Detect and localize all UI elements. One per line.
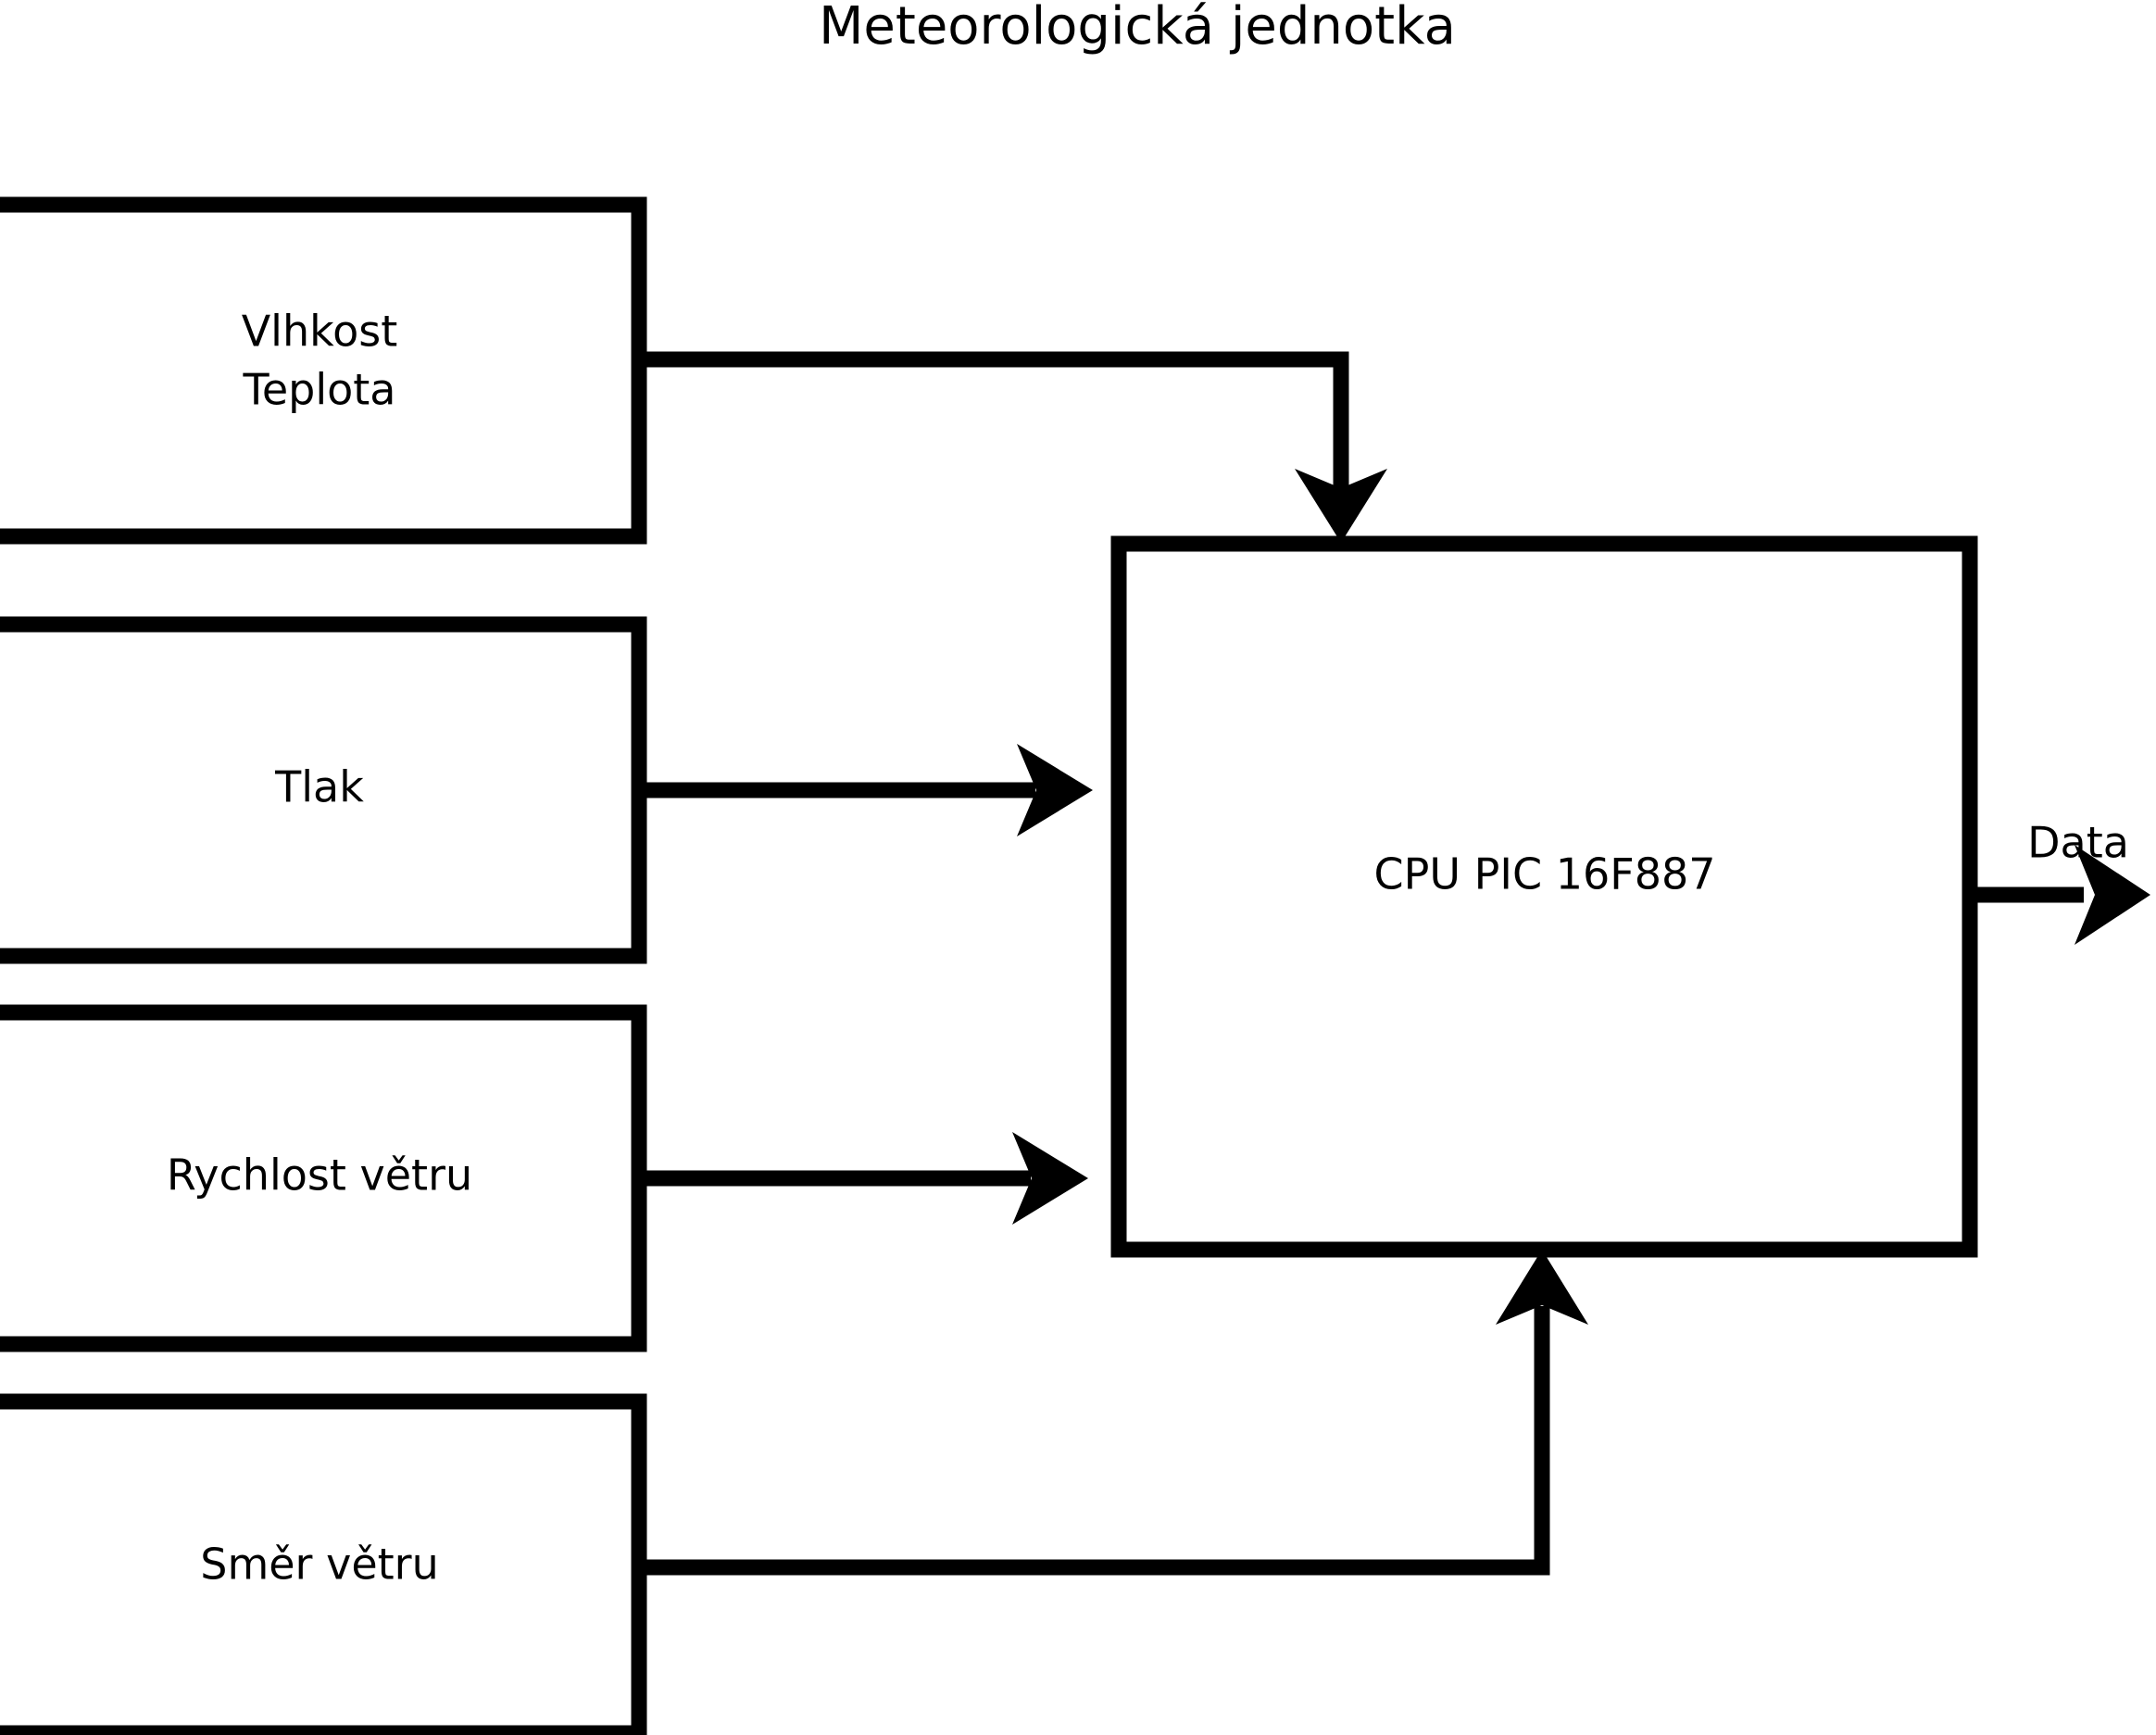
arrowhead-cpu-to-data-out — [2075, 845, 2150, 945]
sensor-label-humidity: Vlhkost — [242, 307, 398, 357]
sensor-box-pressure[interactable] — [0, 616, 647, 964]
arrowhead-humidity-to-cpu — [1295, 469, 1387, 543]
connector-wind-direction-to-cpu — [639, 1306, 1550, 1576]
data-output-label: Data — [2027, 818, 2129, 868]
sensor-label-wind-speed: Rychlost větru — [167, 1150, 472, 1201]
cpu-box[interactable] — [1110, 535, 1978, 1258]
sensor-box-wind-direction[interactable] — [0, 1393, 647, 1735]
sensor-box-humidity-temperature[interactable] — [0, 196, 647, 545]
cpu-label: CPU PIC 16F887 — [1374, 849, 1716, 899]
sensor-label-wind-direction: Směr větru — [200, 1540, 438, 1590]
connector-humidity-to-cpu — [639, 351, 1349, 489]
sensor-label-pressure: Tlak — [274, 762, 364, 812]
sensor-label-temperature: Teplota — [243, 365, 396, 415]
arrowhead-wind-speed-to-cpu — [1012, 1132, 1088, 1225]
page-title: Meteorologická jednotka — [819, 0, 1456, 57]
arrowhead-wind-direction-to-cpu — [1496, 1250, 1588, 1325]
arrowhead-pressure-to-cpu — [1017, 744, 1093, 836]
